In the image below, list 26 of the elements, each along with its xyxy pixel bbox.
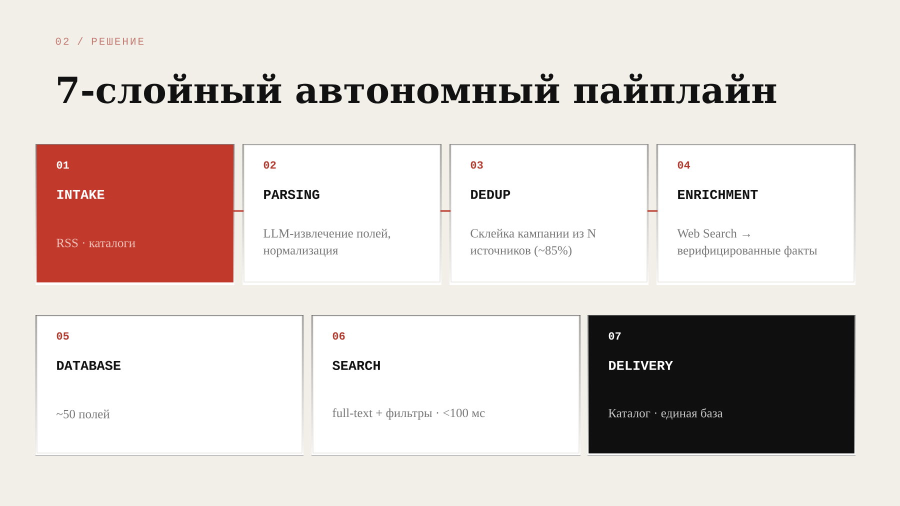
step-description: Web Search → верифицированные факты bbox=[677, 228, 818, 258]
step-number: 07 bbox=[608, 332, 621, 340]
step-number: 03 bbox=[470, 161, 483, 169]
section-label: 02 / РЕШЕНИЕ bbox=[56, 37, 144, 45]
step-title: PARSING bbox=[264, 190, 320, 200]
step-description: Склейка кампании из N источников (~85%) bbox=[470, 228, 596, 258]
step-number: 04 bbox=[678, 161, 690, 169]
step-title: ENRICHMENT bbox=[678, 190, 758, 200]
step-title: DEDUP bbox=[471, 190, 510, 199]
connector-line bbox=[647, 210, 658, 212]
step-title: DELIVERY bbox=[609, 361, 673, 370]
step-title: INTAKE bbox=[57, 190, 104, 199]
title: 7-слойный автономный пайплайн bbox=[58, 74, 776, 104]
step-description: full-text + фильтры · <100 мс bbox=[332, 408, 485, 420]
step-title: SEARCH bbox=[332, 360, 380, 370]
connector-line bbox=[233, 210, 244, 212]
step-number: 05 bbox=[56, 332, 69, 340]
step-description: RSS · каталоги bbox=[56, 238, 136, 248]
step-title: DATABASE bbox=[57, 360, 120, 370]
step-description: ~50 полей bbox=[56, 410, 110, 418]
step-number: 01 bbox=[56, 161, 69, 169]
connector-line bbox=[440, 210, 451, 212]
step-description: LLM-извлечение полей, нормализация bbox=[263, 228, 390, 258]
step-number: 06 bbox=[332, 332, 345, 340]
step-description: Каталог · единая база bbox=[608, 408, 723, 420]
step-number: 02 bbox=[264, 161, 276, 169]
